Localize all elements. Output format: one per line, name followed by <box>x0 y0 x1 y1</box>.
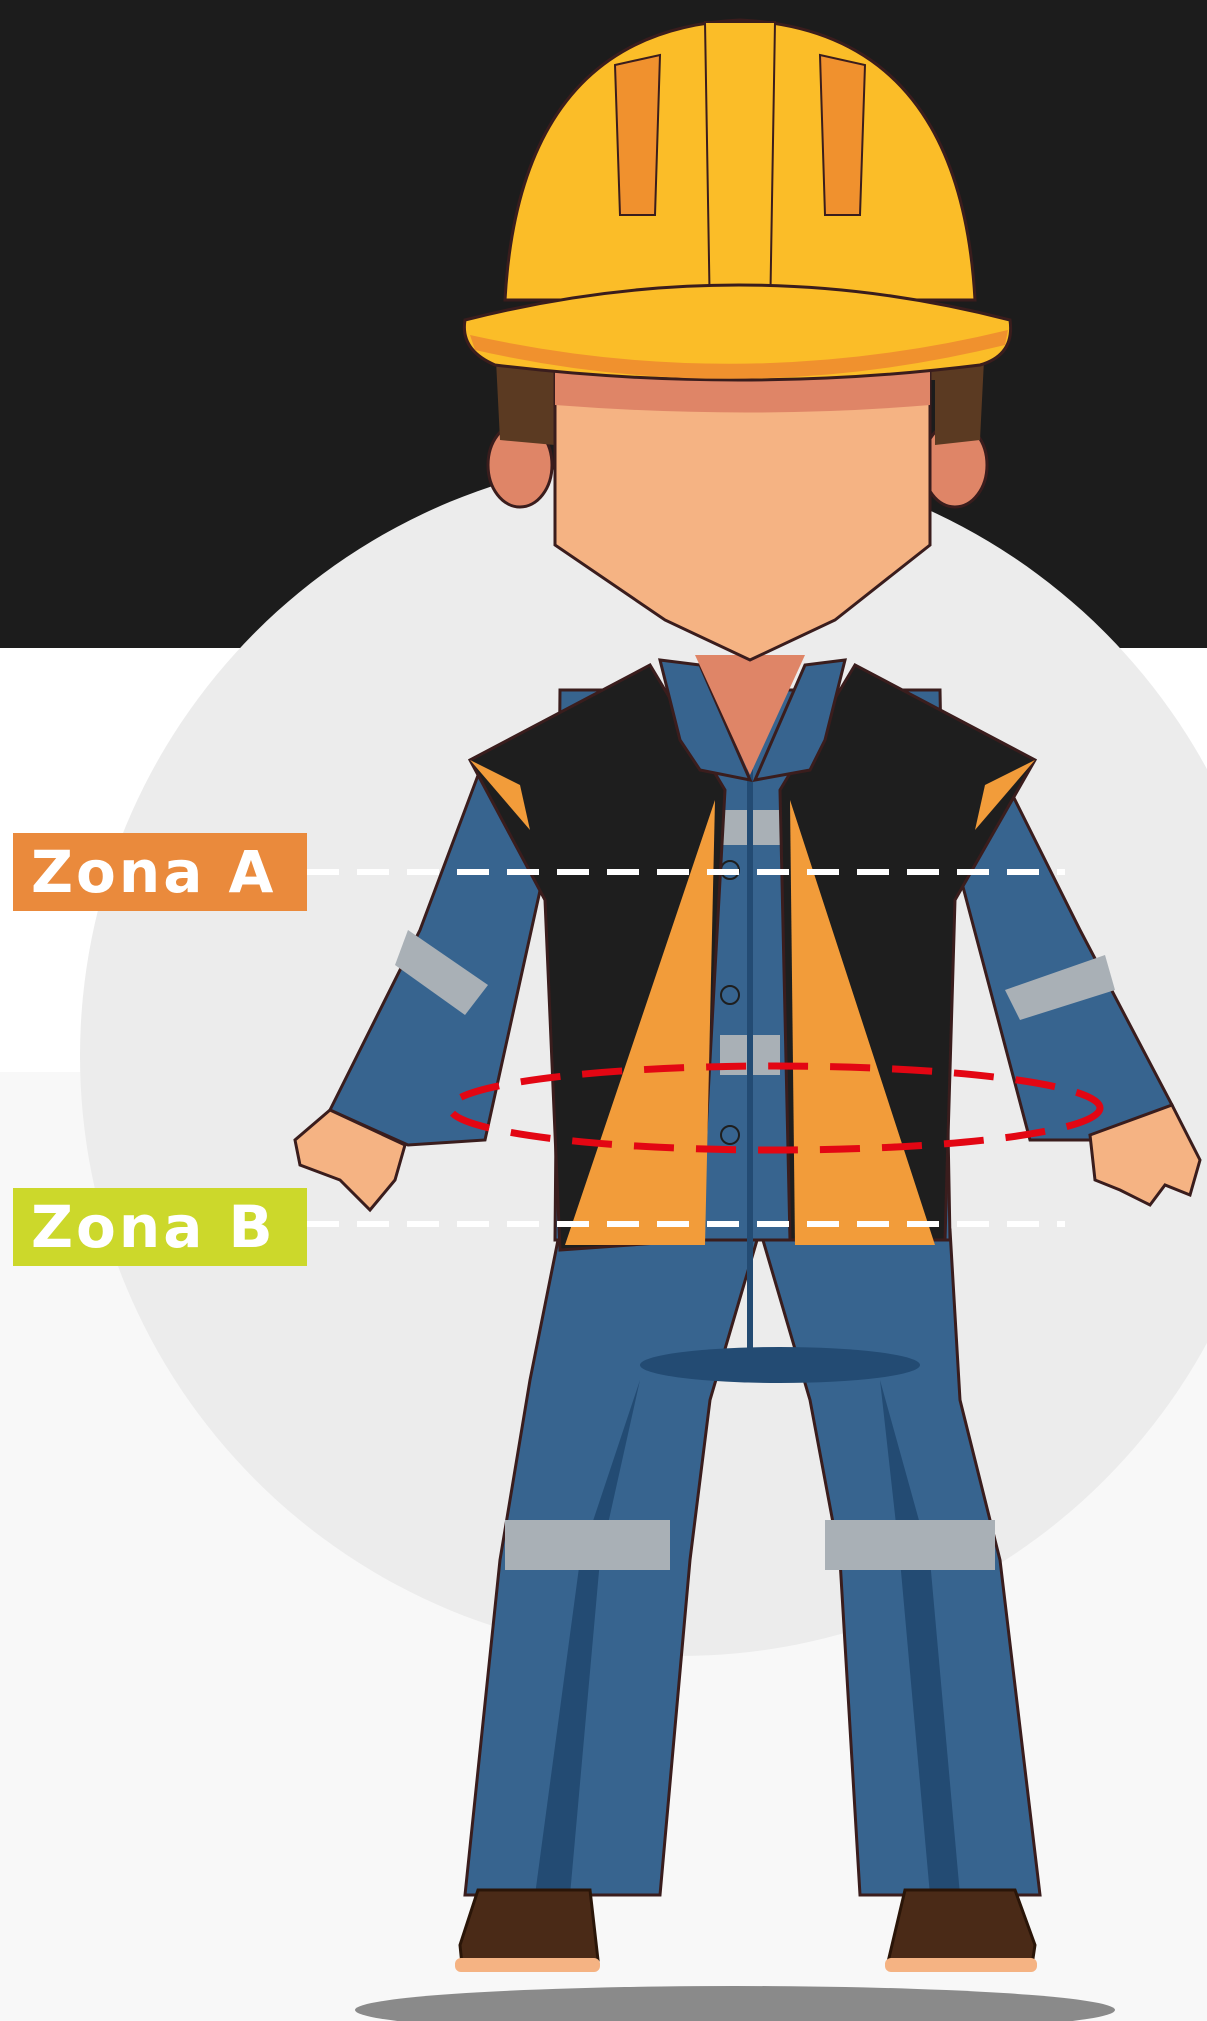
knee-reflective-left <box>505 1520 670 1570</box>
hard-hat-icon <box>464 20 1010 380</box>
knee-reflective-right <box>825 1520 995 1570</box>
boot-left <box>460 1890 598 1965</box>
head <box>488 340 987 660</box>
zone-b-label: Zona B <box>13 1188 307 1266</box>
zone-a-label: Zona A <box>13 833 307 911</box>
boot-right <box>888 1890 1035 1965</box>
floor-shadow <box>355 1986 1115 2021</box>
